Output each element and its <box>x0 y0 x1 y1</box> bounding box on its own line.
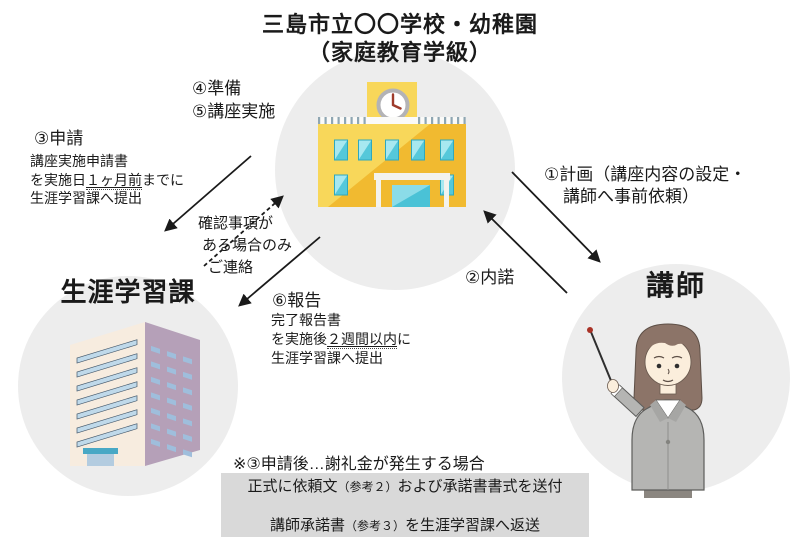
title-line2: （家庭教育学級） <box>307 40 492 65</box>
lecturer-person-icon <box>587 323 705 498</box>
plan-line2: 講師へ事前依頼） <box>563 187 699 206</box>
diagram-title: 三島市立〇〇学校・幼稚園 （家庭教育学級） <box>0 11 800 67</box>
reference2-label: （参考２） <box>337 480 398 494</box>
report-body-line2: を実施後２週間以内に <box>271 331 411 349</box>
application-heading: ③申請 <box>34 129 84 148</box>
contact-note-line2: ある場合のみ <box>202 237 293 254</box>
office-building-icon <box>70 322 200 466</box>
one-month-deadline: １ヶ月前 <box>86 171 142 190</box>
school-entrance <box>374 173 450 207</box>
school-windows <box>334 139 454 196</box>
report-body-line1: 完了報告書 <box>271 312 341 328</box>
consent-label: ②内諾 <box>465 268 515 287</box>
application-body: 講座実施申請書 を実施日１ヶ月前までに 生涯学習課へ提出 <box>30 152 184 208</box>
side-windows <box>151 345 192 458</box>
school-steps: ④準備 ⑤講座実施 <box>192 77 275 123</box>
contact-note: 確認事項が ある場合のみ ご連絡 <box>198 213 292 279</box>
title-line1: 三島市立〇〇学校・幼稚園 <box>261 12 538 37</box>
school-building-icon <box>318 82 466 207</box>
two-week-deadline: ２週間以内 <box>327 331 397 349</box>
lifelong-learning-label: 生涯学習課 <box>60 277 196 307</box>
roof-railing <box>318 117 466 124</box>
honorarium-box: 正式に依頼文（参考２）および承諾書書式を送付 講師承諾書（参考３）を生涯学習課へ… <box>221 473 589 537</box>
send-document-line: 正式に依頼文（参考２）および承諾書書式を送付 <box>247 478 563 495</box>
honorarium-note: ※③申請後…謝礼金が発生する場合 <box>233 456 485 473</box>
step-prepare-label: ④準備 <box>192 79 242 98</box>
lecturer-label: 講師 <box>645 270 706 301</box>
reference3-label: （参考３） <box>344 519 405 533</box>
contact-note-line1: 確認事項が <box>198 215 274 232</box>
plan-line1: ①計画（講座内容の設定・ <box>544 165 747 184</box>
application-body-line2: を実施日１ヶ月前までに <box>30 171 184 190</box>
step-implement-label: ⑤講座実施 <box>192 102 276 121</box>
front-window-strips <box>76 339 138 448</box>
plan-label: ①計画（講座内容の設定・ 講師へ事前依頼） <box>544 164 746 208</box>
return-document-line: 講師承諾書（参考３）を生涯学習課へ返送 <box>269 517 541 534</box>
application-body-line1: 講座実施申請書 <box>30 153 128 169</box>
office-entrance <box>83 448 118 466</box>
report-body: 完了報告書 を実施後２週間以内に 生涯学習課へ提出 <box>271 311 411 368</box>
report-heading: ⑥報告 <box>272 291 322 310</box>
application-body-line3: 生涯学習課へ提出 <box>30 190 142 206</box>
report-body-line3: 生涯学習課へ提出 <box>271 350 383 366</box>
